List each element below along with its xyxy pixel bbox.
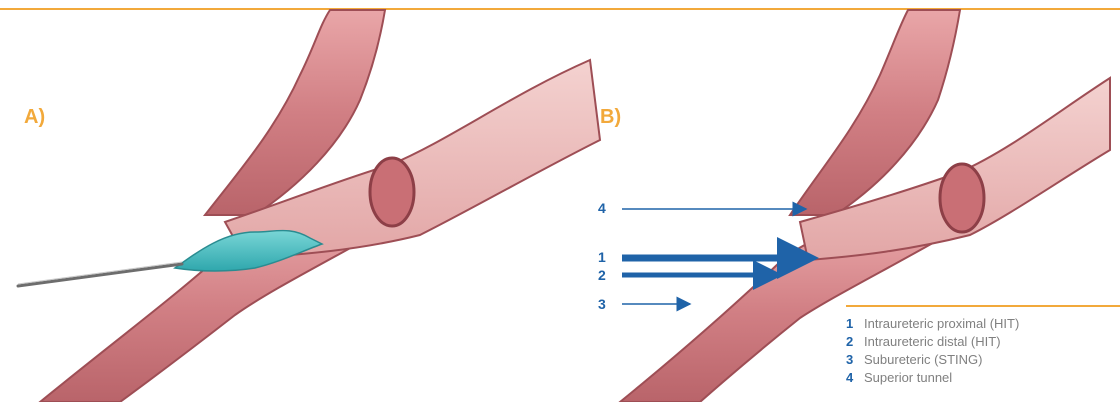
ureter-opening-b [940,164,984,232]
legend-item: 4 Superior tunnel [846,370,1120,388]
panel-b-label: B) [600,106,621,129]
marker-4: 4 [598,200,606,216]
legend-number: 4 [846,370,864,385]
panel-a-label: A) [24,106,45,129]
legend: 1 Intraureteric proximal (HIT) 2 Intraur… [846,316,1120,388]
marker-2: 2 [598,267,606,283]
legend-text: Superior tunnel [864,370,952,385]
legend-item: 3 Subureteric (STING) [846,352,1120,370]
legend-divider [846,305,1120,307]
legend-number: 1 [846,316,864,331]
legend-text: Intraureteric proximal (HIT) [864,316,1019,331]
legend-text: Subureteric (STING) [864,352,982,367]
marker-1: 1 [598,249,606,265]
legend-number: 3 [846,352,864,367]
legend-text: Intraureteric distal (HIT) [864,334,1001,349]
ureter-opening-a [370,158,414,226]
legend-item: 1 Intraureteric proximal (HIT) [846,316,1120,334]
panel-a-anatomy [18,10,600,402]
legend-item: 2 Intraureteric distal (HIT) [846,334,1120,352]
needle [18,264,182,286]
legend-number: 2 [846,334,864,349]
marker-3: 3 [598,296,606,312]
